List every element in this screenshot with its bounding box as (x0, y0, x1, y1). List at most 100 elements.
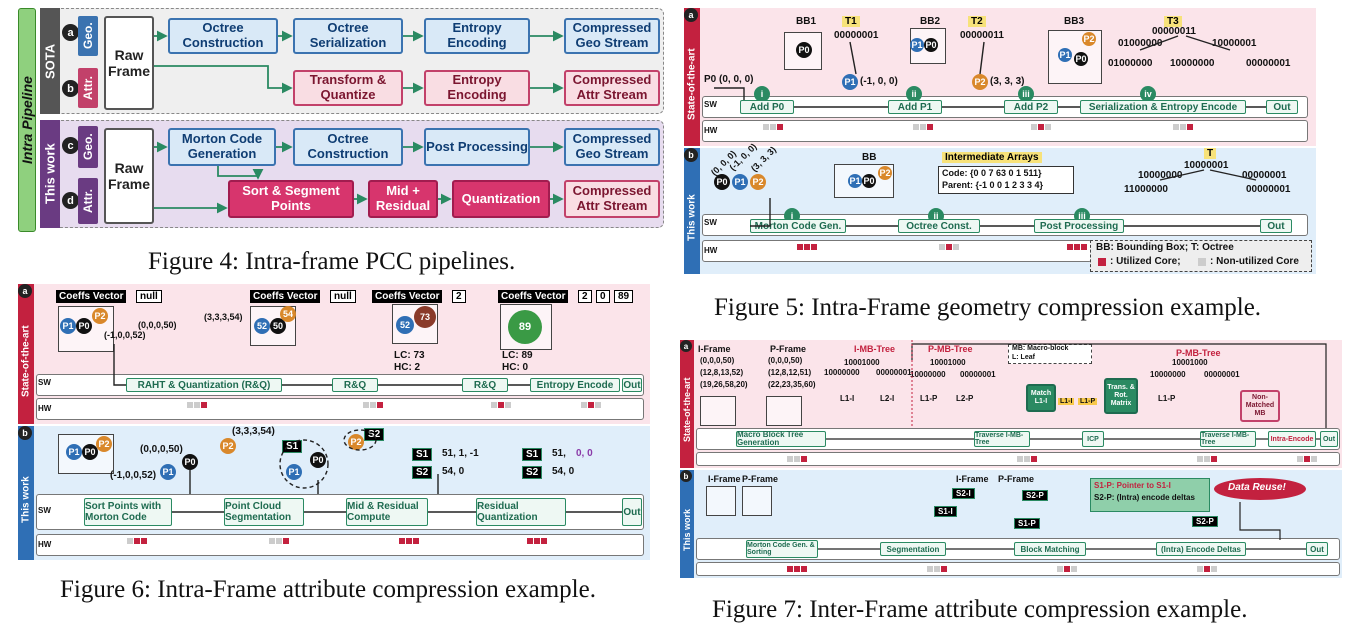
hw-core-group (787, 566, 808, 572)
fig6-coord-0: (-1,0,0,52) (104, 330, 146, 340)
idle-core (491, 402, 497, 408)
octree-construction: Octree Construction (168, 18, 278, 54)
utilized-core (1211, 456, 1217, 462)
hw-core-group (127, 538, 148, 544)
icp: ICP (1082, 431, 1104, 447)
fig7-l1i-a: L1-I (840, 394, 855, 403)
fig6-lc73: LC: 73 (394, 350, 425, 361)
hw-core-group (927, 566, 948, 572)
sota-label-bg (40, 8, 60, 114)
idle-core (1180, 124, 1186, 130)
fig7-pframe-a: P-Frame (770, 344, 807, 354)
fig7-a-out: Out (1320, 431, 1338, 447)
fig6-n73: 73 (414, 306, 436, 328)
fig5-b-sw-bar (702, 214, 1308, 236)
fig6-n50: 50 (270, 318, 286, 334)
tw-t-rr: 00000001 (1246, 184, 1291, 195)
fig6-s-p1: P1 (286, 464, 302, 480)
post-processing-step: Post Processing (1034, 219, 1124, 233)
fig6-a-hw-label: HW (38, 404, 52, 413)
utilized-core (377, 402, 383, 408)
figure-7: State-of-the-art a This work b I-Frame (… (680, 340, 1342, 580)
tw-t-r: 00000001 (1242, 170, 1287, 181)
utilized-core (541, 538, 547, 544)
fig7-p2-code0: 10001000 (1172, 358, 1208, 367)
p2-node: P2 (972, 74, 988, 90)
t1-label: T1 (842, 16, 860, 27)
t3-rr: 00000001 (1246, 58, 1291, 69)
idle-core (913, 124, 919, 130)
bb3-label: BB3 (1064, 16, 1085, 27)
bb1-label: BB1 (796, 16, 817, 27)
fig7-s2p: S2-P (1022, 490, 1048, 501)
bb3-p0: P0 (1074, 52, 1088, 66)
fig5-b-hw-label: HW (704, 246, 718, 255)
idle-core (770, 124, 776, 130)
block-matching: Block Matching (1014, 542, 1086, 556)
octree-const: Octree Const. (898, 219, 980, 233)
fig7-s2p-b: S2-P (1192, 516, 1218, 527)
tw-p0: P0 (714, 174, 730, 190)
idle-core (1045, 124, 1051, 130)
utilized-core (283, 538, 289, 544)
fig7-legend-0: MB: Macro-block (1012, 345, 1069, 352)
tw-bb-label: BB (862, 152, 877, 163)
entropy-encoding-geo: Entropy Encoding (424, 18, 530, 54)
fig6-b-hw-bar (36, 534, 644, 556)
fig6-p0: P0 (76, 318, 92, 334)
fig7-pframe-b: P-Frame (742, 474, 779, 484)
morton-code-generation: Morton Code Generation (168, 128, 276, 166)
hw-core-group (1197, 566, 1218, 572)
fig7-iframe-a: I-Frame (698, 344, 731, 354)
compressed-geo-stream-tw: Compressed Geo Stream (564, 128, 660, 166)
fig6-b-p2: P2 (96, 436, 112, 452)
raht-quant: RAHT & Quantization (R&Q) (126, 378, 282, 392)
morton-sort: Morton Code Gen. & Sorting (746, 540, 818, 558)
octree-construction-tw: Octree Construction (293, 128, 403, 166)
utilized-core (1204, 566, 1210, 572)
tw-p1: P1 (732, 174, 748, 190)
fig7-a-hw-bar (696, 452, 1340, 466)
fig6-s1: S1 (282, 440, 303, 453)
fig7-pc1: (12,8,12,51) (768, 368, 812, 377)
idle-core (763, 124, 769, 130)
figure-6: State-of-the-art a This work b Coeffs Ve… (18, 284, 650, 560)
row-a-letter: a (62, 24, 79, 41)
post-processing: Post Processing (424, 128, 530, 166)
idle-core (505, 402, 511, 408)
fig6-b-coord-0: (0,0,0,50) (140, 444, 183, 455)
rq-2: R&Q (332, 378, 378, 392)
mb-tree-gen: Macro Block Tree Generation (736, 431, 826, 447)
fig6-n89: 89 (508, 310, 542, 344)
fig7-p-code1: 10000000 (910, 370, 946, 379)
utilized-core (413, 538, 419, 544)
hw-core-group (399, 538, 420, 544)
utilized-core (1304, 456, 1310, 462)
residual-quant: Residual Quantization (476, 498, 566, 526)
utilized-core (927, 124, 933, 130)
idle-core (1204, 456, 1210, 462)
fig6-s-p2: P2 (348, 434, 364, 450)
compressed-attr-stream-sota: Compressed Attr Stream (564, 70, 660, 106)
fig7-s2i: S2-I (952, 488, 975, 499)
fig7-match: Match L1-I (1026, 384, 1056, 412)
fig7-p2-code1: 10000000 (1150, 370, 1186, 379)
coeffs-4-v1: 0 (596, 290, 610, 303)
hw-core-group (797, 244, 818, 250)
p1-node: P1 (842, 74, 858, 90)
octree-serialization: Octree Serialization (293, 18, 403, 54)
traverse-imb-1: Traverse I-MB-Tree (974, 431, 1030, 447)
fig7-iframe-b: I-Frame (708, 474, 741, 484)
idle-core (1071, 566, 1077, 572)
fig6-b-coord-1: (3,3,3,54) (232, 426, 275, 437)
idle-core (939, 244, 945, 250)
fig7-trans: Trans. & Rot. Matrix (1104, 378, 1138, 414)
p0-coord: P0 (0, 0, 0) (704, 74, 754, 85)
bb1-p0: P0 (796, 42, 812, 58)
utilized-core (1031, 456, 1037, 462)
idle-core (595, 402, 601, 408)
fig6-p1: P1 (60, 318, 76, 334)
sort-points: Sort Points with Morton Code (84, 498, 172, 526)
hw-core-group (581, 402, 602, 408)
utilized-core (1067, 244, 1073, 250)
